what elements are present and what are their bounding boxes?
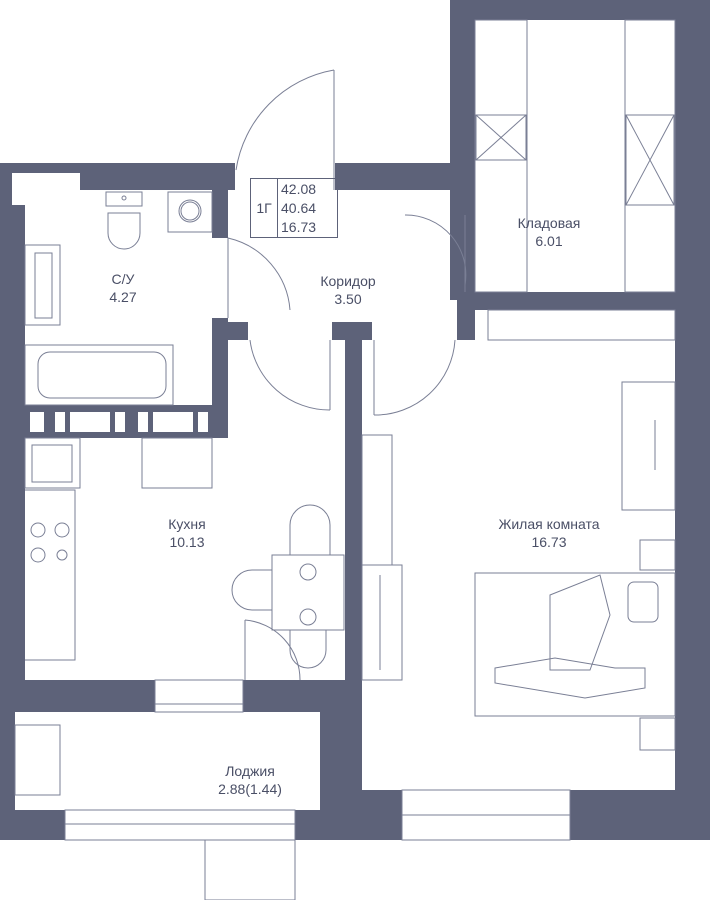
bed	[474, 572, 676, 717]
loggia-window	[64, 809, 296, 841]
dining-table	[271, 554, 345, 631]
apartment-info-box: 1Г 42.08 40.64 16.73	[250, 178, 338, 238]
room-area: 16.73	[531, 534, 567, 550]
walls	[0, 0, 710, 840]
room-corridor: Коридор 3.50	[320, 272, 375, 308]
living-area: 16.73	[281, 219, 317, 235]
room-area: 2.88(1.44)	[218, 781, 282, 797]
room-name: Кладовая	[517, 215, 581, 231]
room-area: 4.27	[109, 289, 137, 305]
balcony-extension	[204, 839, 296, 900]
room-name: Лоджия	[225, 763, 275, 779]
shaft-cutout	[12, 173, 80, 205]
living-area-total: 40.64	[281, 200, 317, 216]
room-name: Кухня	[168, 516, 206, 532]
room-area: 3.50	[334, 291, 362, 307]
room-area: 6.01	[535, 233, 563, 249]
kitchen-window	[154, 679, 244, 713]
room-name: Жилая комната	[498, 516, 600, 532]
apartment-type: 1Г	[251, 179, 278, 237]
room-name: Коридор	[320, 273, 376, 289]
room-bathroom: С/У 4.27	[109, 270, 136, 306]
total-area: 42.08	[281, 181, 317, 197]
room-storage: Кладовая 6.01	[518, 214, 581, 250]
room-loggia: Лоджия 2.88(1.44)	[218, 762, 282, 798]
room-area: 10.13	[169, 534, 205, 550]
room-living: Жилая комната 16.73	[498, 515, 599, 551]
room-name: С/У	[111, 271, 135, 287]
room-kitchen: Кухня 10.13	[168, 515, 205, 551]
